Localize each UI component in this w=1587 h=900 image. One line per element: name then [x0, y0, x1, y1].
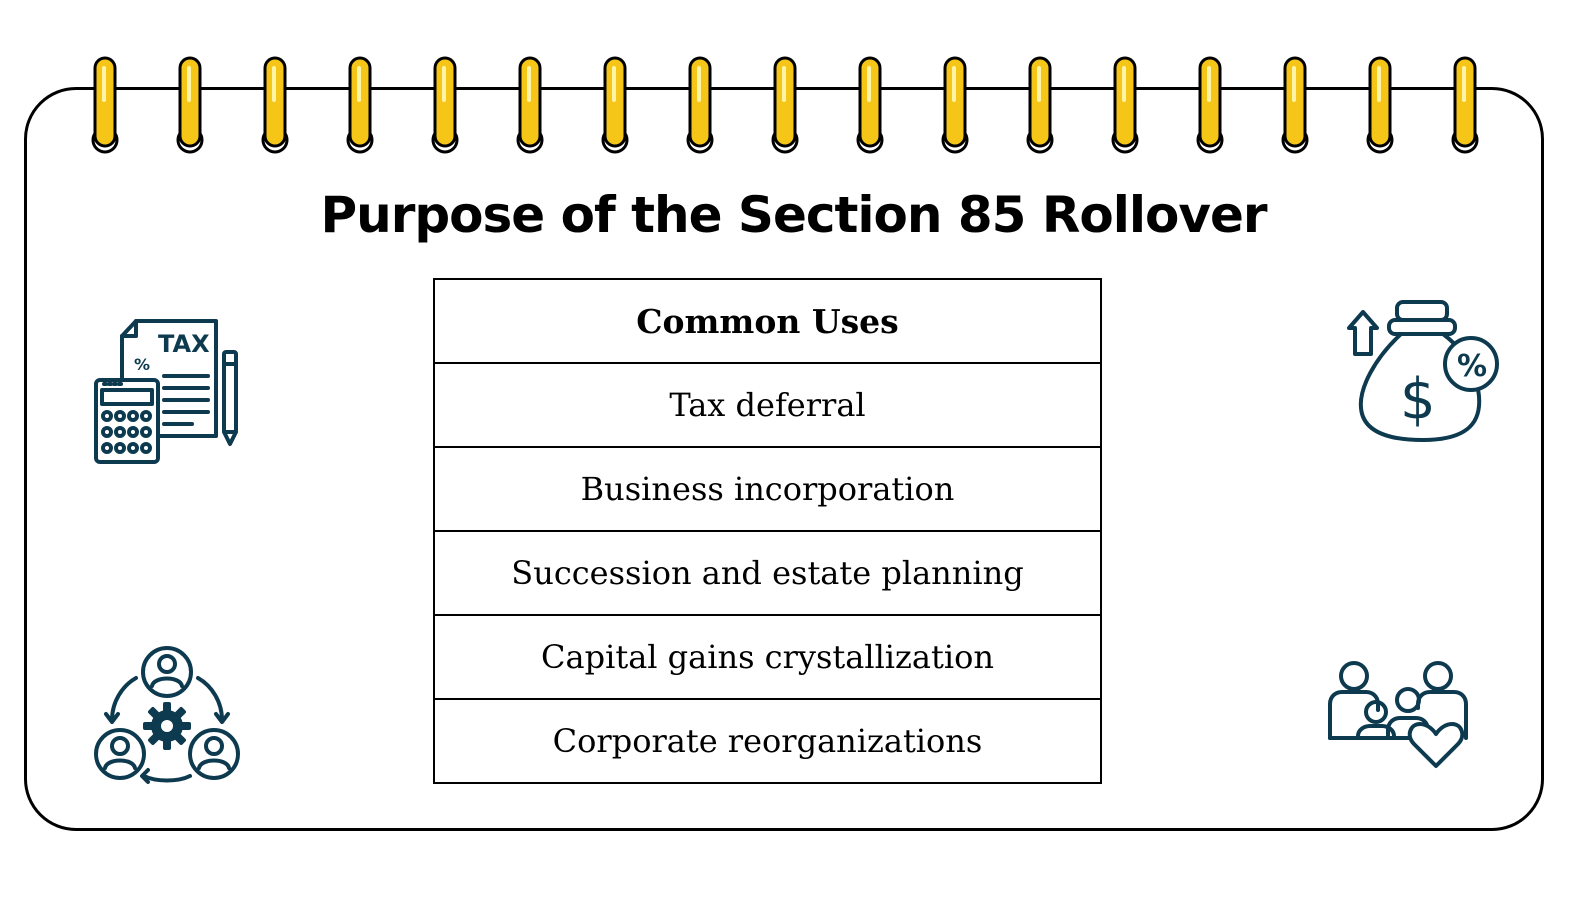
svg-text:%: %: [134, 355, 150, 374]
svg-text:$: $: [1400, 367, 1436, 432]
ring-2: [176, 56, 204, 154]
ring-15: [1281, 56, 1309, 154]
table-row: Tax deferral: [433, 362, 1102, 448]
ring-3: [261, 56, 289, 154]
table-row: Succession and estate planning: [433, 530, 1102, 616]
table-cell: Business incorporation: [433, 446, 1102, 532]
ring-1: [91, 56, 119, 154]
family-heart-icon: [1326, 658, 1470, 770]
ring-14: [1196, 56, 1224, 154]
ring-10: [856, 56, 884, 154]
page-title: Purpose of the Section 85 Rollover: [320, 186, 1267, 244]
common-uses-table: Common Uses Tax deferral Business incorp…: [433, 278, 1102, 784]
table-row: Capital gains crystallization: [433, 614, 1102, 700]
ring-6: [516, 56, 544, 154]
ring-17: [1451, 56, 1479, 154]
table-header-row: Common Uses: [433, 278, 1102, 364]
ring-16: [1366, 56, 1394, 154]
ring-7: [601, 56, 629, 154]
table-cell: Tax deferral: [433, 362, 1102, 448]
ring-8: [686, 56, 714, 154]
teamwork-cycle-icon: [92, 644, 242, 786]
svg-text:TAX: TAX: [158, 330, 210, 358]
spiral-binding: [91, 56, 1479, 154]
ring-9: [771, 56, 799, 154]
table-row: Business incorporation: [433, 446, 1102, 532]
ring-4: [346, 56, 374, 154]
ring-5: [431, 56, 459, 154]
table-cell: Succession and estate planning: [433, 530, 1102, 616]
money-bag-icon: % $: [1345, 298, 1503, 446]
table-cell: Capital gains crystallization: [433, 614, 1102, 700]
table-cell: Corporate reorganizations: [433, 698, 1102, 784]
table-header: Common Uses: [433, 278, 1102, 364]
ring-12: [1026, 56, 1054, 154]
table-row: Corporate reorganizations: [433, 698, 1102, 784]
svg-text:%: %: [1457, 349, 1487, 384]
tax-calculator-icon: TAX %: [92, 316, 242, 468]
ring-11: [941, 56, 969, 154]
ring-13: [1111, 56, 1139, 154]
